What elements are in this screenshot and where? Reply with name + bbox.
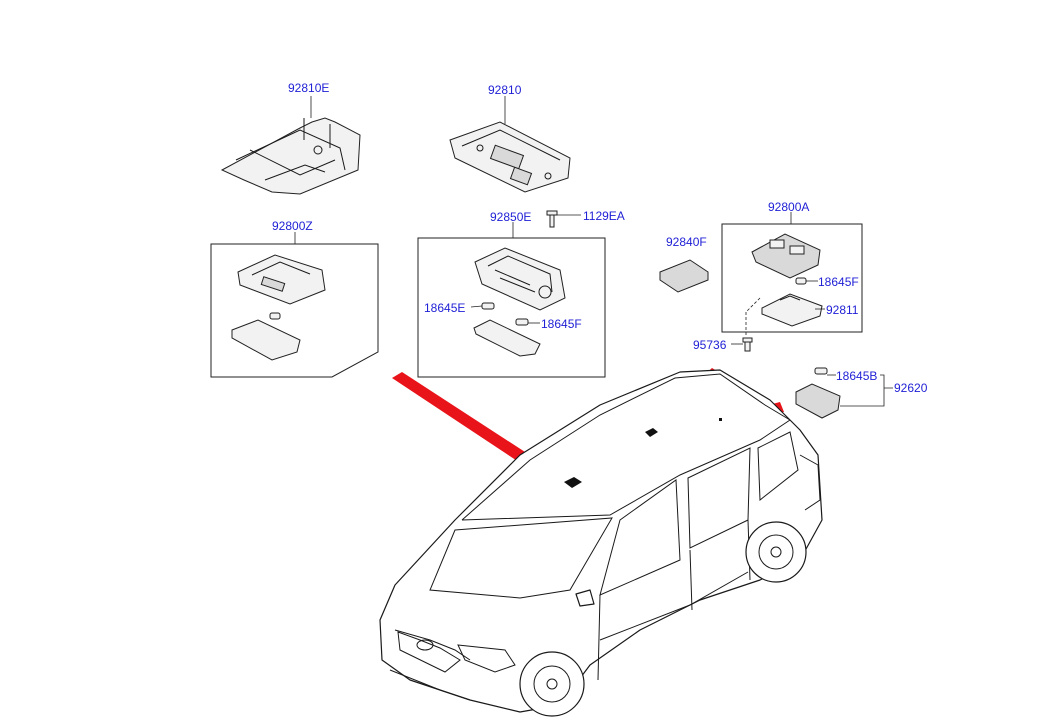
lamp-92800a [751, 233, 823, 327]
leader-screw-dash [745, 297, 761, 313]
label-18645f-right[interactable]: 18645F [818, 275, 859, 289]
pad-92840f [659, 259, 709, 293]
bracket-92810e [220, 117, 361, 195]
screw-95736 [742, 337, 753, 352]
label-18645b[interactable]: 18645B [836, 369, 877, 383]
car-illustration [379, 369, 823, 717]
label-1129ea[interactable]: 1129EA [583, 209, 625, 223]
label-92840f[interactable]: 92840F [666, 235, 707, 249]
label-92810e[interactable]: 92810E [288, 81, 329, 95]
label-18645f-left[interactable]: 18645F [541, 317, 582, 331]
label-92810[interactable]: 92810 [488, 83, 522, 97]
frame-92800z [210, 243, 379, 378]
label-92620[interactable]: 92620 [894, 381, 928, 395]
lamp-92800z [231, 254, 326, 361]
lamp-92850e [473, 247, 566, 357]
leader-18645e [470, 305, 483, 308]
label-92811[interactable]: 92811 [826, 303, 859, 317]
label-92850e[interactable]: 92850E [490, 210, 531, 224]
lamp-92620 [795, 367, 841, 419]
label-92800a[interactable]: 92800A [768, 200, 809, 214]
screw-1129ea [546, 210, 558, 228]
frame-92850e [417, 237, 606, 378]
label-18645e[interactable]: 18645E [424, 301, 465, 315]
leader-92620 [840, 374, 893, 407]
label-92800z[interactable]: 92800Z [272, 219, 313, 233]
label-95736[interactable]: 95736 [693, 338, 727, 352]
plate-92810 [449, 121, 571, 193]
frame-92800a [721, 223, 863, 333]
